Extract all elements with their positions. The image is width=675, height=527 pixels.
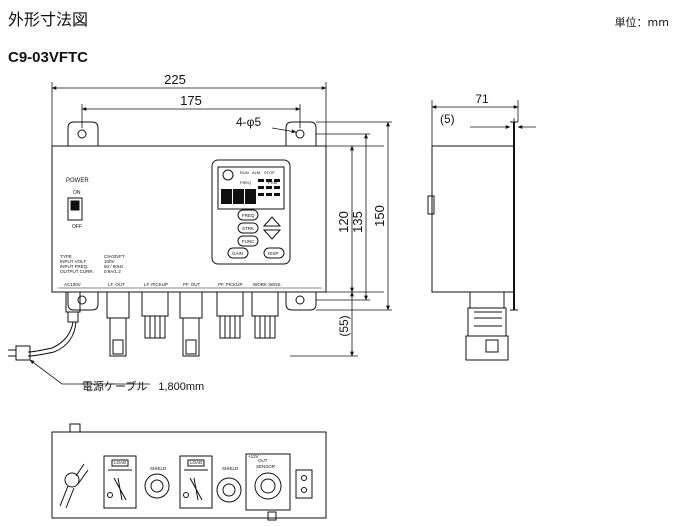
display-tab: STOP	[264, 170, 275, 175]
front-dimensions	[29, 82, 392, 385]
spec-label: INPUT FREQ.	[60, 264, 88, 269]
dim-mount-pitch: 175	[180, 93, 202, 108]
small-terminal	[295, 469, 313, 499]
bottom-label: SENSOR	[256, 464, 276, 469]
off-label: OFF	[72, 224, 82, 230]
key-label: DISP	[268, 251, 279, 256]
side-view	[427, 121, 518, 361]
display-tab: ALM	[252, 170, 260, 175]
bnc-connector	[216, 477, 242, 503]
sensor-connector	[254, 472, 282, 500]
side-dimensions	[431, 100, 536, 146]
dim-height-mount: 135	[350, 211, 365, 233]
dim-holes: 4-φ5	[236, 115, 261, 129]
dim-overall-width: 225	[164, 72, 186, 87]
dim-flange-offset: (5)	[440, 112, 455, 126]
spec-value: 50 / 60Hz	[104, 264, 124, 269]
spec-value: C9-03VFT	[104, 254, 125, 259]
dim-depth: 71	[475, 92, 489, 106]
mount-hole	[77, 295, 87, 305]
port-label: PF. OUT	[183, 282, 201, 287]
unit-label: 単位：mm	[614, 16, 669, 29]
front-view	[8, 121, 327, 361]
terminal-block	[103, 455, 137, 509]
side-switch	[427, 195, 435, 215]
terminal-block	[179, 455, 213, 509]
mount-tab-bottom-left	[67, 292, 99, 311]
dim-connector-length: (55)	[337, 315, 351, 336]
bottom-view	[51, 423, 327, 521]
mount-tab-top-left	[67, 121, 99, 146]
display-area	[217, 166, 285, 210]
indicator-leds	[258, 179, 280, 196]
knob-icon	[222, 169, 234, 181]
port-label: LF. PICKUP	[144, 282, 168, 287]
bottom-label: +12V	[248, 454, 259, 459]
power-switch	[67, 197, 83, 221]
port-label: WORK SENS.	[253, 282, 282, 287]
dim-height-overall: 150	[372, 205, 387, 227]
bottom-label: SHIELD	[150, 466, 167, 471]
cable-gland	[64, 472, 80, 488]
display-tab: FREQ	[240, 180, 251, 185]
housing-bottom	[51, 431, 327, 519]
key-label: FREQ	[242, 213, 255, 218]
spec-label: INPUT VOLT	[60, 259, 86, 264]
power-label: POWER	[66, 178, 89, 184]
sensor-block	[245, 453, 291, 511]
spec-value: 100V	[104, 259, 115, 264]
on-label: ON	[73, 190, 81, 196]
display-tab: PGM	[268, 180, 277, 185]
mount-tab-bottom-right	[285, 292, 317, 311]
mount-hole	[295, 295, 305, 305]
key-label: FUNC	[242, 239, 255, 244]
key-disp	[263, 247, 285, 259]
arrow-up-icon	[262, 216, 282, 227]
bottom-label: LOAD	[114, 460, 127, 465]
key-strk	[237, 222, 259, 234]
key-func	[237, 235, 259, 247]
seven-segment-display	[221, 189, 256, 204]
housing-side	[431, 145, 515, 293]
page-title: 外形寸法図	[8, 10, 89, 29]
power-switch-rocker	[70, 200, 80, 211]
spec-label: TYPE	[60, 254, 72, 259]
mount-tab-top-right	[285, 121, 317, 146]
bottom-labels: LOAD SHIELD LOAD SHIELD OUT SENSOR +12V	[114, 454, 276, 471]
key-label: GAIN	[232, 251, 243, 256]
side-dimension-labels: 71 (5)	[440, 92, 489, 126]
spec-label: OUTPUT CURR.	[60, 269, 94, 274]
bottom-label: LOAD	[190, 460, 203, 465]
mount-hole	[295, 129, 305, 139]
spec-value: 0.9A/1.2	[104, 269, 121, 274]
power-plug	[15, 345, 31, 361]
model-name: C9-03VFTC	[8, 49, 89, 66]
power-cable	[27, 321, 74, 353]
key-freq	[237, 209, 259, 221]
arrow-down-icon	[262, 229, 282, 240]
port-label: LF. OUT	[108, 282, 125, 287]
connectors-front	[65, 291, 279, 357]
key-label: STRK	[242, 226, 254, 231]
cable-note: 電源ケーブル 1,800mm	[82, 379, 204, 393]
front-dimension-labels: 225 175 4-φ5 120 135 150 (55) 電源ケーブル 1,8…	[82, 72, 387, 393]
port-label: PF. PICKUP	[218, 282, 243, 287]
mount-hole	[77, 129, 87, 139]
control-panel	[211, 159, 291, 265]
bottom-label: SHIELD	[222, 466, 239, 471]
bottom-label: OUT	[258, 458, 268, 463]
port-label: AC100V	[64, 282, 81, 287]
bnc-connector	[144, 473, 170, 499]
display-tab: RUN	[240, 170, 249, 175]
dim-height-body: 120	[336, 211, 351, 233]
panel-text: POWER ON OFF TYPE INPUT VOLT INPUT FREQ.…	[60, 170, 282, 287]
key-gain	[227, 247, 249, 259]
